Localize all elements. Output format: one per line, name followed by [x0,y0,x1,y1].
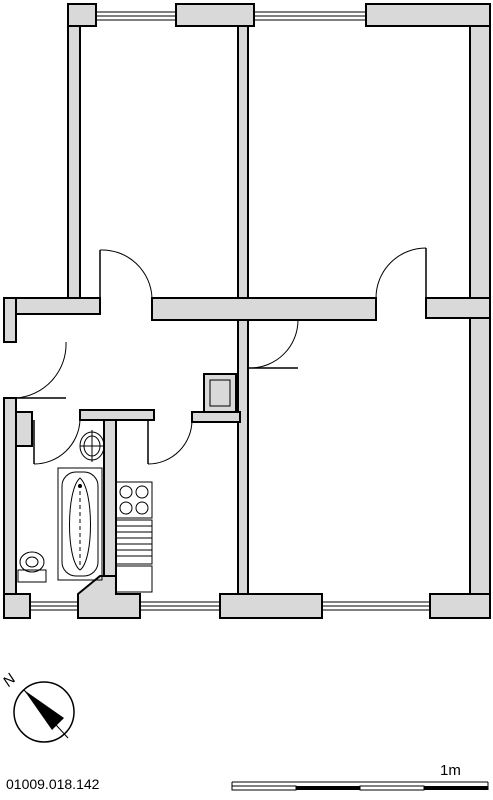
wall-kitchen-top [191,411,241,423]
wall-mid-2 [151,297,377,321]
door-upper-left [99,249,153,299]
kitchen-cabinet-icon [115,565,153,593]
doors [15,247,427,465]
wall-bottom-4 [429,593,491,619]
wall-wc-stub [15,411,33,447]
wall-top [67,3,97,27]
fixtures [17,430,153,593]
north-arrow-icon [13,681,75,743]
door-kitchen [147,419,193,465]
wall-bottom-3 [219,593,323,619]
kitchen-counter-icon [115,519,153,565]
walls [3,3,491,619]
washbasin-icon [79,430,105,462]
wall-right-outer [469,25,491,619]
wall-bottom-1 [3,593,31,619]
scale-bar-icon [231,781,489,791]
wall-mid-3 [425,297,491,319]
window-top-left [95,11,177,21]
window-top-right [253,11,367,21]
stove-icon [115,481,153,519]
plan-id-code: 01009.018.142 [6,776,100,792]
chimney-flue [209,379,231,407]
wall-hall-left [3,297,17,343]
wall-top-pier-2 [365,3,491,27]
wall-partition-upper [237,25,249,303]
door-hall-center [248,319,299,369]
scale-label: 1m [440,762,461,779]
door-entrance [15,341,67,399]
wall-room-right-left [237,319,249,619]
door-upper-right [375,247,427,299]
wall-mid-1 [3,297,101,315]
window-bottom-2 [139,601,221,611]
wall-top-pier-1 [175,3,255,27]
toilet-icon [17,551,47,583]
wall-bath-kitchen [103,411,117,595]
door-wc [33,419,81,465]
bathtub-icon [57,467,103,581]
wall-left-lower [3,397,17,619]
window-bottom-3 [321,601,431,611]
wall-bottom-2 [77,575,141,619]
window-bottom-1 [29,601,79,611]
wall-left-upper [67,25,81,303]
wall-bath-top [79,409,155,421]
